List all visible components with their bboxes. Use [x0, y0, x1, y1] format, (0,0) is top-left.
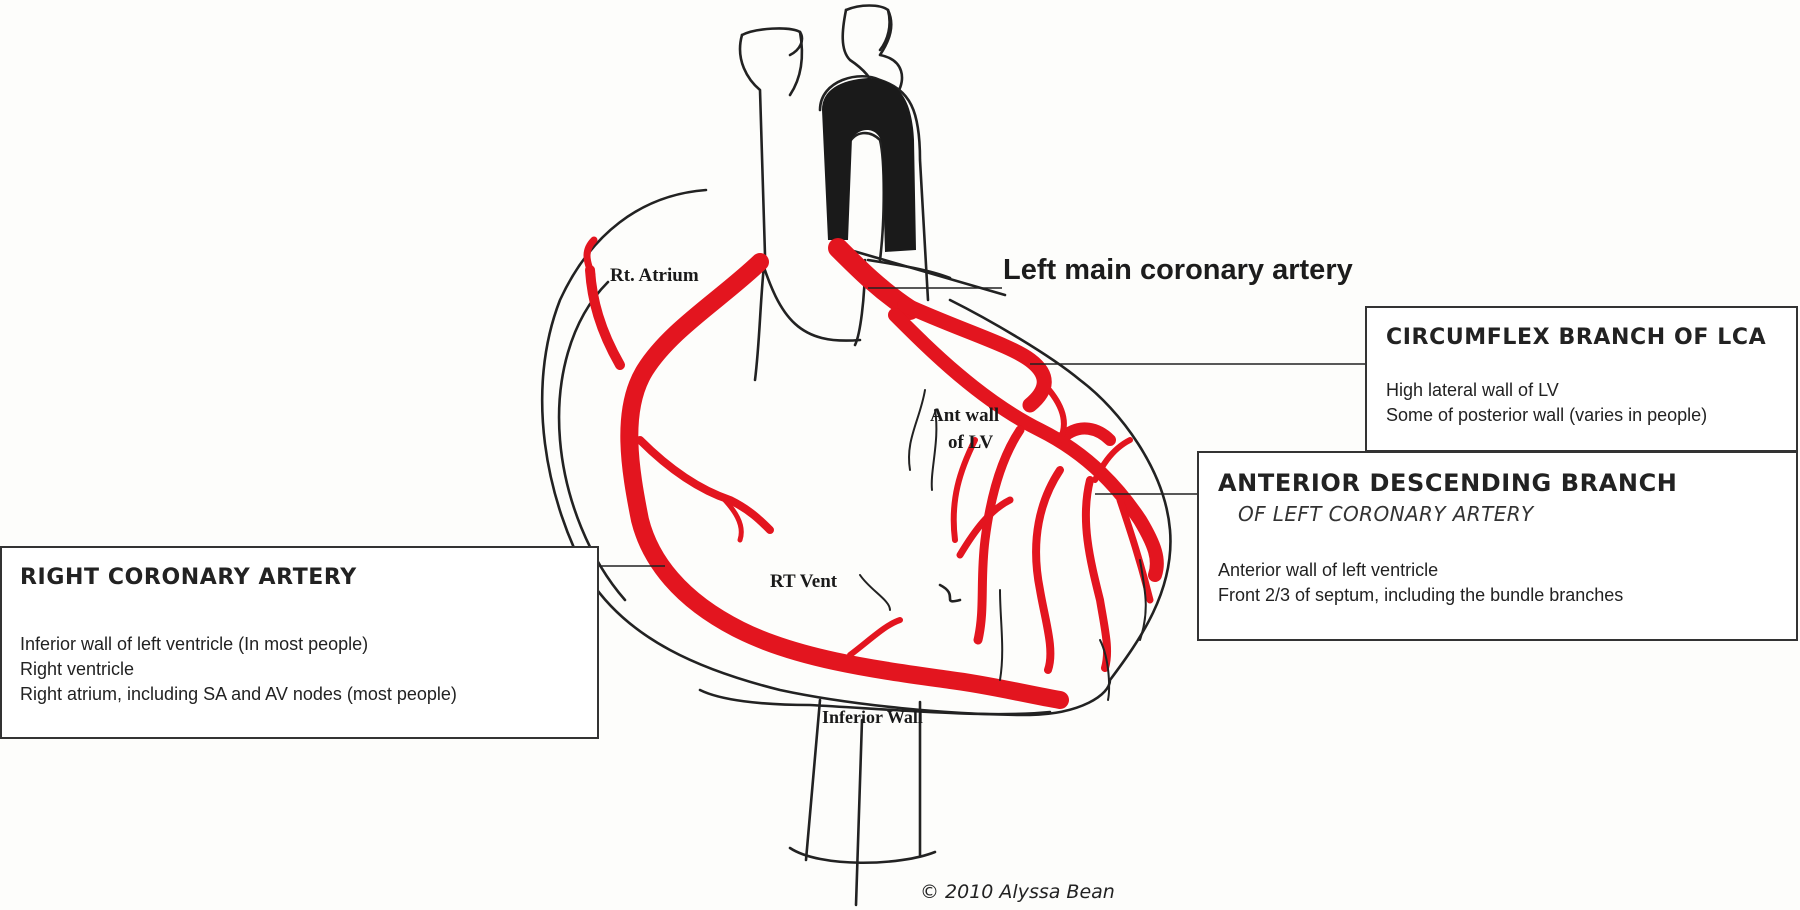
anterior-subtitle: OF LEFT CORONARY ARTERY — [1238, 502, 1534, 526]
inferior-border — [698, 688, 1052, 716]
right-coronary-info-box: RIGHT CORONARY ARTERY Inferior wall of l… — [0, 546, 599, 739]
circumflex-line-1: High lateral wall of LV — [1386, 380, 1559, 400]
ivc-outline — [804, 698, 822, 862]
circumflex-title: CIRCUMFLEX BRANCH OF LCA — [1386, 325, 1767, 350]
anterior-title: ANTERIOR DESCENDING BRANCH — [1218, 469, 1678, 497]
svc-outline — [738, 33, 767, 382]
right-coronary-title: RIGHT CORONARY ARTERY — [20, 565, 357, 590]
right-coronary-artery-path — [620, 253, 1069, 709]
circumflex-line-2: Some of posterior wall (varies in people… — [1386, 405, 1708, 425]
right-coronary-line-3: Right atrium, including SA and AV nodes … — [20, 684, 457, 704]
anterior-descending-info-box: ANTERIOR DESCENDING BRANCH OF LEFT CORON… — [1197, 451, 1798, 641]
ant-wall-label-line1: Ant wall — [930, 405, 1000, 426]
aorta-dark-channel — [822, 78, 916, 252]
ant-wall-label-line2: of LV — [948, 432, 994, 453]
rt-vent-label: RT Vent — [770, 571, 838, 592]
inferior-wall-label: Inferior Wall — [822, 707, 923, 727]
rt-atrium-label: Rt. Atrium — [610, 265, 699, 286]
right-coronary-line-2: Right ventricle — [20, 659, 135, 679]
circumflex-branch-path — [897, 297, 1052, 413]
anterior-descending-path — [888, 308, 1164, 582]
left-main-coronary-label: Left main coronary artery — [1003, 254, 1353, 286]
copyright-text: © 2010 Alyssa Bean — [920, 881, 1115, 903]
anterior-line-1: Anterior wall of left ventricle — [1218, 560, 1439, 580]
anterior-line-2: Front 2/3 of septum, including the bundl… — [1218, 585, 1624, 605]
circumflex-info-box: CIRCUMFLEX BRANCH OF LCA High lateral wa… — [1365, 306, 1798, 452]
right-coronary-line-1: Inferior wall of left ventricle (In most… — [20, 634, 369, 654]
